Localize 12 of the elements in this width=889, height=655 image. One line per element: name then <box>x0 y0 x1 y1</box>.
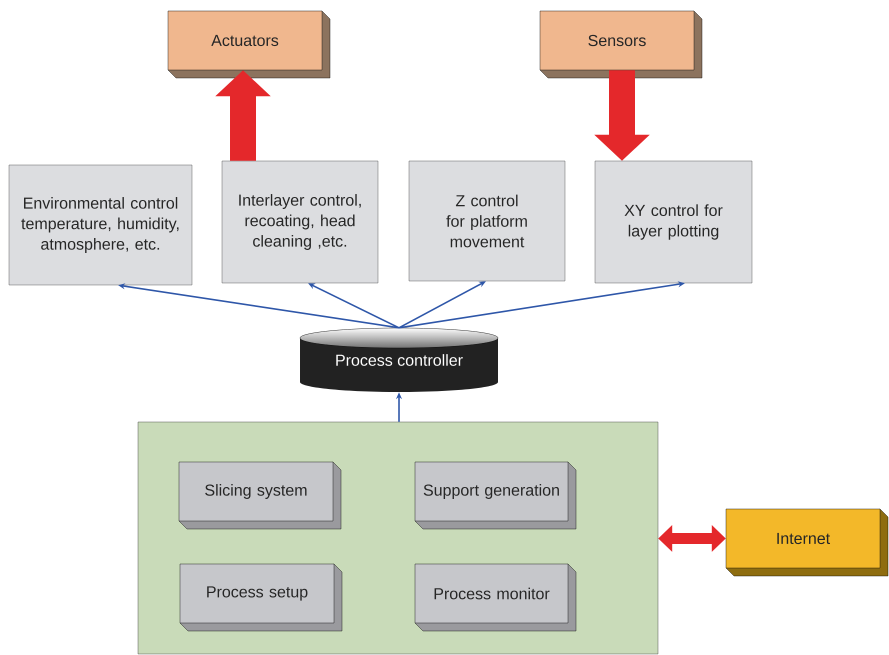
module-box: Support generation <box>414 462 576 530</box>
control-box: Z control for platform movement <box>408 160 566 282</box>
actuator-box: Actuators <box>168 10 330 78</box>
module-box: Process setup <box>180 564 342 632</box>
sensor-box: Sensors <box>540 10 702 78</box>
control-box: Environmental control temperature, humidity, atmosphere, etc. <box>8 164 192 286</box>
module-box: Process monitor <box>414 564 576 632</box>
control-box: Interlayer control, recoating, head cleaning ,etc. <box>222 160 378 284</box>
control-box: XY control for layer plotting <box>594 160 752 284</box>
controller-cylinder: Process controller <box>300 328 498 392</box>
internet-box: Internet <box>726 508 888 576</box>
module-box: Slicing system <box>178 462 342 530</box>
